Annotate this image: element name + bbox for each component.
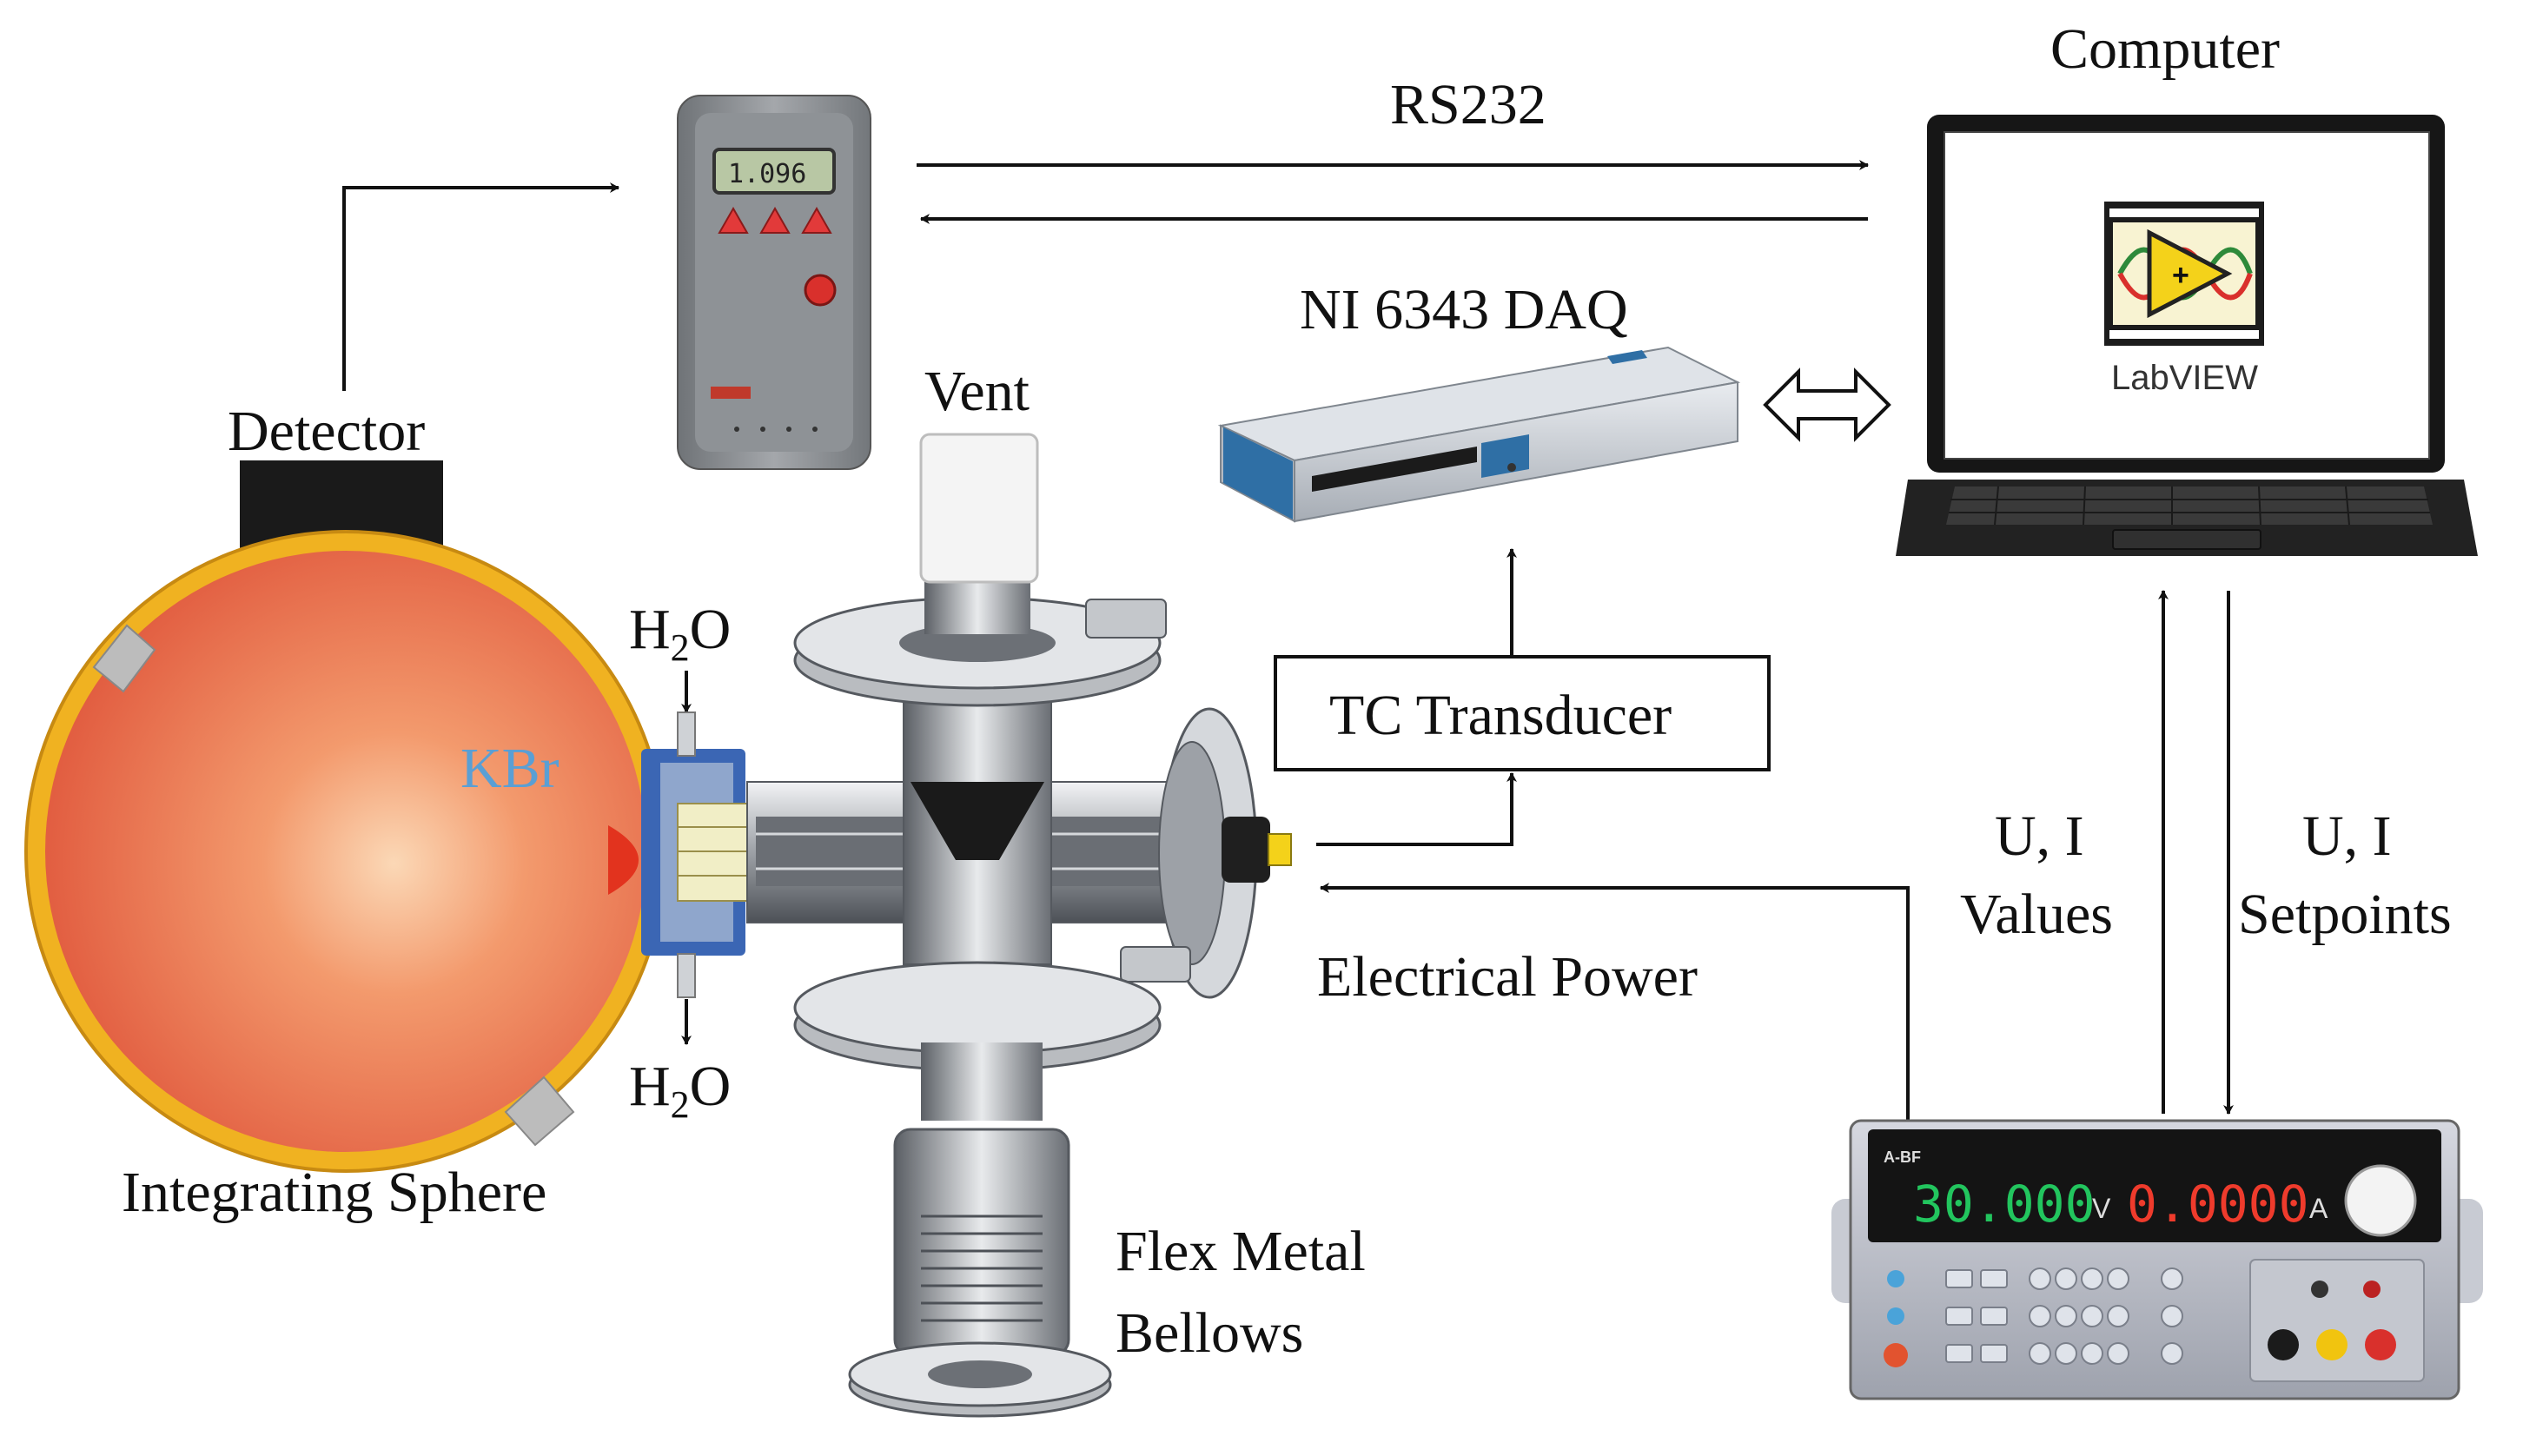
power-supply: A-BF 30.000 V 0.0000 A <box>1831 1119 2483 1400</box>
labview-caption: LabVIEW <box>2111 359 2258 397</box>
label-h2o-top: H2O <box>629 598 731 669</box>
label-ui-setpoints-line1: U, I <box>2302 804 2392 868</box>
meter-display <box>712 148 836 195</box>
tube-to-tc-arrow <box>1316 772 1517 846</box>
label-daq: NI 6343 DAQ <box>1300 278 1628 341</box>
daq-device <box>1217 346 1741 523</box>
meter-reading: 1.096 <box>728 159 806 189</box>
text-labels: Computer RS232 NI 6343 DAQ Vent Detector… <box>122 17 2452 1365</box>
vacuum-chamber <box>641 433 1292 1418</box>
label-ui-values-line1: U, I <box>1995 804 2084 868</box>
daq-computer-double-arrow <box>1763 367 1891 442</box>
psu-terminal-yellow <box>2316 1329 2348 1360</box>
psu-voltage-display: 30.000 <box>1913 1175 2096 1234</box>
label-kbr: KBr <box>460 737 560 800</box>
psu-keypad <box>1945 1267 2183 1365</box>
label-flex-metal-line1: Flex Metal <box>1116 1220 1366 1283</box>
label-detector: Detector <box>228 400 425 463</box>
svg-text:A-BF: A-BF <box>1884 1148 1921 1166</box>
psu-terminal-red <box>2365 1329 2396 1360</box>
labview-icon: + <box>2104 202 2264 346</box>
connector-lines <box>342 160 2234 1129</box>
label-rs232: RS232 <box>1390 73 1546 136</box>
tc-transducer-box <box>1274 655 1771 771</box>
psu-knob <box>2344 1164 2417 1237</box>
integrating-sphere <box>24 460 667 1173</box>
label-electrical-power: Electrical Power <box>1317 945 1698 1009</box>
psu-terminal-black <box>2268 1329 2299 1360</box>
label-ui-values-line2: Values <box>1960 883 2113 946</box>
electrical-power-arrow <box>1320 883 1910 1129</box>
power-meter: 1.096 <box>677 95 871 470</box>
label-tc-transducer: TC Transducer <box>1329 684 1672 747</box>
psu-current-display: 0.0000 <box>2127 1175 2309 1234</box>
label-ui-setpoints-line2: Setpoints <box>2238 883 2452 946</box>
label-vent: Vent <box>924 360 1030 423</box>
meter-button-2 <box>759 206 791 234</box>
label-integrating-sphere: Integrating Sphere <box>122 1161 546 1224</box>
label-computer: Computer <box>2050 17 2280 81</box>
meter-button-1 <box>718 206 749 234</box>
psu-current-unit: A <box>2309 1193 2328 1224</box>
label-flex-metal-line2: Bellows <box>1116 1301 1303 1365</box>
laptop-computer: + LabVIEW <box>1896 115 2478 556</box>
meter-button-3 <box>801 206 832 234</box>
label-h2o-bottom: H2O <box>629 1055 731 1126</box>
vent-valve <box>919 433 1039 584</box>
detector-to-meter-arrow <box>342 182 619 391</box>
psu-voltage-unit: V <box>2092 1193 2111 1224</box>
meter-power-button <box>804 274 837 307</box>
svg-text:+: + <box>2172 259 2189 292</box>
psu-power-switch <box>1884 1343 1908 1367</box>
